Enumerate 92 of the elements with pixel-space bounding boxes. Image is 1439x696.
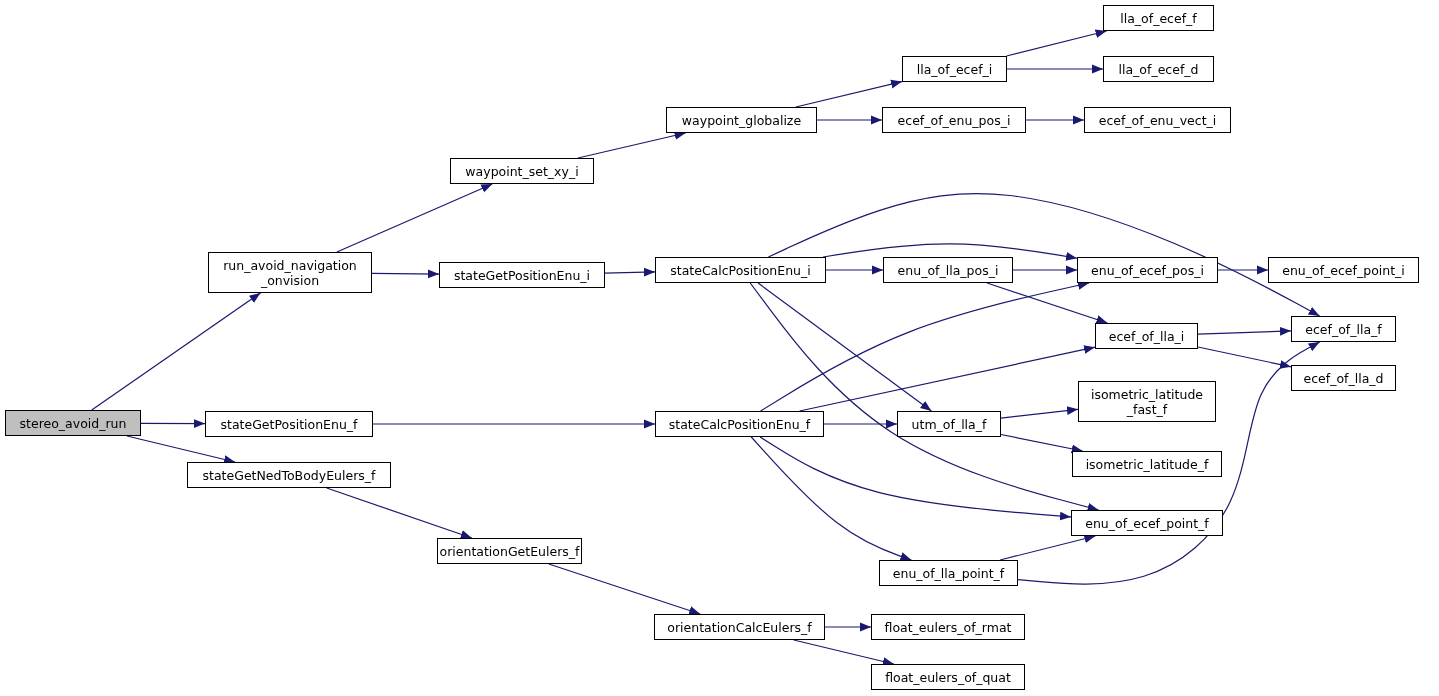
arrow: [1012, 265, 1078, 275]
function-box: [1103, 56, 1214, 82]
arrow: [759, 436, 1072, 521]
function-name: lla_of_ecef_d: [1118, 61, 1199, 77]
function-name: orientationCalcEulers_f: [667, 619, 812, 635]
function-name: stateCalcPositionEnu_f: [668, 416, 811, 432]
function-name: ecef_of_lla_d: [1303, 370, 1384, 386]
arrow: [1006, 64, 1104, 74]
function-box: [1291, 365, 1396, 391]
function-name: float_eulers_of_rmat: [884, 619, 1012, 635]
function-name: ecef_of_enu_pos_i: [897, 112, 1011, 128]
function-name: enu_of_ecef_point_f: [1085, 515, 1209, 531]
arrow: [1217, 265, 1269, 275]
arrow: [757, 282, 932, 412]
function-name: lla_of_ecef_i: [916, 61, 993, 77]
function-name: waypoint_globalize: [681, 112, 802, 128]
arrow: [1005, 29, 1108, 57]
function-box: [871, 614, 1025, 640]
function-box: [654, 614, 825, 640]
arrow: [577, 131, 687, 159]
function-name: lla_of_ecef_f: [1120, 10, 1197, 26]
function-box: [871, 664, 1025, 690]
function-name: stateCalcPositionEnu_i: [670, 262, 811, 278]
function-name: ecef_of_lla_i: [1108, 328, 1185, 344]
arrow: [1017, 341, 1321, 585]
function-box: [5, 410, 141, 436]
function-name: enu_of_ecef_point_i: [1282, 262, 1405, 278]
function-box: [655, 411, 824, 437]
arrow: [1025, 115, 1085, 125]
function-name: stateGetNedToBodyEulers_f: [202, 467, 376, 483]
arrow: [371, 269, 440, 279]
function-name: isometric_latitude _fast_f: [1089, 386, 1205, 417]
function-name: run_avoid_navigation _onvision: [222, 257, 358, 288]
function-name: stateGetPositionEnu_f: [220, 416, 358, 432]
function-box: [1071, 510, 1223, 536]
arrow: [749, 282, 1100, 512]
function-name: enu_of_lla_point_f: [892, 565, 1005, 581]
function-box: [883, 257, 1013, 283]
function-name: waypoint_set_xy_i: [465, 163, 579, 179]
function-name: enu_of_ecef_pos_i: [1091, 262, 1204, 278]
function-box: [666, 107, 817, 133]
function-box: [439, 262, 605, 288]
function-box: [1103, 5, 1214, 31]
function-name: float_eulers_of_quat: [885, 669, 1011, 685]
function-name: isometric_latitude_f: [1085, 456, 1209, 472]
arrow: [336, 183, 493, 253]
function-box: [655, 257, 826, 283]
arrow: [1197, 326, 1292, 336]
arrow: [767, 192, 1321, 317]
function-name: stateGetPositionEnu_i: [453, 267, 591, 283]
function-box: [1072, 451, 1222, 477]
arrow: [372, 419, 656, 429]
arrow: [140, 419, 206, 428]
function-name: utm_of_lla_f: [911, 416, 987, 432]
function-box: [902, 56, 1007, 82]
arrow: [604, 267, 656, 277]
function-name: enu_of_lla_pos_i: [897, 262, 999, 278]
arrow: [126, 435, 236, 464]
arrow: [799, 345, 1096, 412]
arrow: [760, 281, 1090, 412]
arrow: [750, 436, 912, 561]
function-box: [187, 462, 391, 488]
arrow: [793, 639, 895, 666]
arrow: [999, 534, 1096, 561]
function-box: [205, 411, 373, 437]
function-box: [1291, 316, 1396, 342]
arrow: [548, 563, 701, 615]
arrow: [986, 282, 1108, 324]
function-box: [437, 538, 582, 564]
function-box: [450, 158, 594, 184]
arrow: [825, 265, 884, 275]
arrow: [795, 79, 903, 108]
function-box: [897, 411, 1001, 437]
arrow: [326, 487, 473, 539]
function-name: ecef_of_enu_vect_i: [1098, 112, 1217, 128]
arrow: [824, 622, 872, 632]
arrow: [1000, 406, 1079, 419]
function-name: stereo_avoid_run: [19, 415, 127, 431]
function-box: [1078, 381, 1216, 422]
function-box: [882, 107, 1026, 133]
function-box: [1268, 257, 1419, 283]
function-name: ecef_of_lla_f: [1305, 321, 1382, 337]
function-name: orientationGetEulers_f: [439, 543, 580, 559]
function-box: [1077, 257, 1218, 283]
arrow: [816, 115, 883, 125]
function-box: [1095, 323, 1198, 349]
arrow: [91, 292, 262, 411]
function-box: [1084, 107, 1231, 133]
function-box: [879, 560, 1018, 586]
arrow: [823, 419, 898, 429]
arrow: [1197, 346, 1292, 369]
function-box: [208, 252, 372, 293]
